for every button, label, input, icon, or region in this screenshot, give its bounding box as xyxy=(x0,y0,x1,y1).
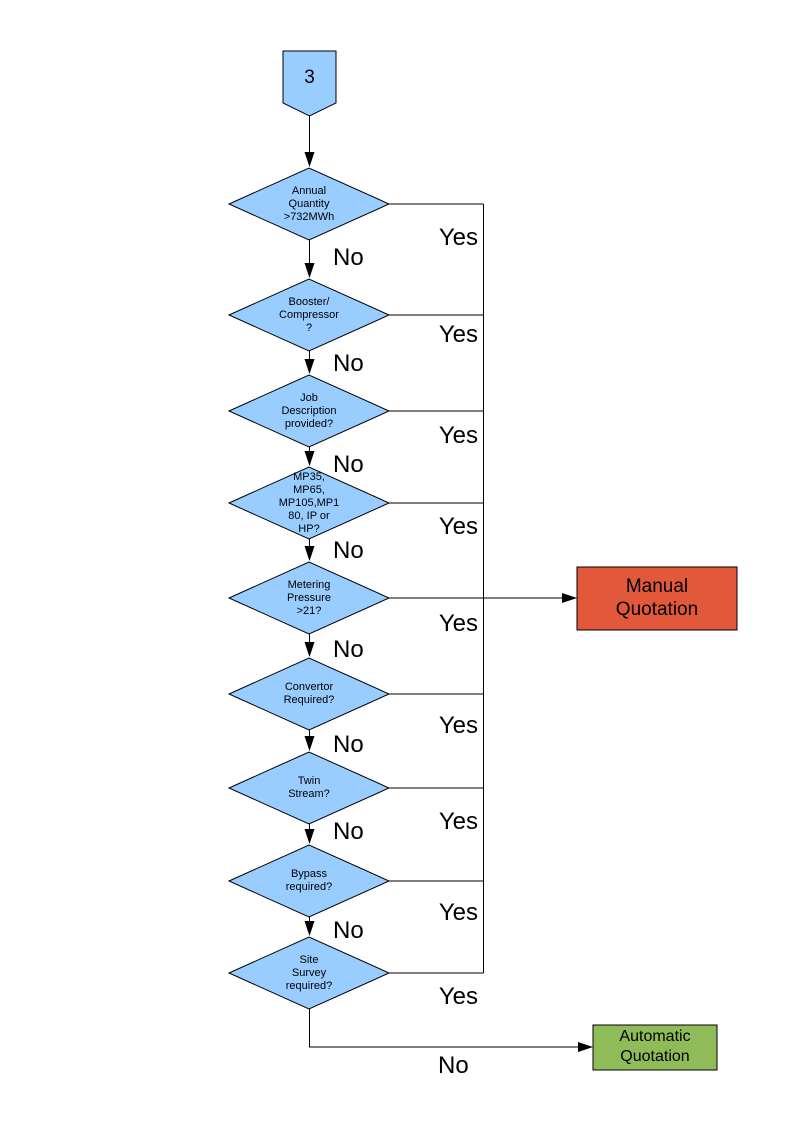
decision-annual-quantity xyxy=(227,167,391,241)
decision-label-twin-stream: Twin Stream? xyxy=(288,775,330,800)
branch-label-no: No xyxy=(333,636,364,663)
branch-label-yes: Yes xyxy=(438,899,478,926)
manual-quotation-box xyxy=(576,566,738,631)
branch-label-yes: Yes xyxy=(438,983,478,1010)
branch-label-yes: Yes xyxy=(438,808,478,835)
branch-label-no: No xyxy=(333,451,364,478)
decision-label-job-description: Job Description provided? xyxy=(281,392,337,430)
automatic-quotation-box xyxy=(592,1024,718,1071)
decision-job-description xyxy=(227,374,391,448)
branch-label-no: No xyxy=(333,731,364,758)
branch-label-yes: Yes xyxy=(438,610,478,637)
automatic-quotation-label: Automatic Quotation xyxy=(619,1028,691,1065)
decision-meter-type xyxy=(227,466,391,540)
branch-label-yes: Yes xyxy=(438,712,478,739)
decision-label-booster-compressor: Booster/ Compressor ? xyxy=(279,296,339,334)
decision-bypass xyxy=(227,844,391,918)
branch-label-no: No xyxy=(333,917,364,944)
decision-site-survey xyxy=(227,936,391,1010)
branch-label-yes: Yes xyxy=(438,224,478,251)
branch-label-yes: Yes xyxy=(438,321,478,348)
branch-label-no: No xyxy=(333,244,364,271)
decision-label-annual-quantity: Annual Quantity >732MWh xyxy=(283,185,335,223)
edge-to-automatic-quotation xyxy=(309,1009,593,1052)
decision-label-metering-pressure: Metering Pressure >21? xyxy=(286,579,332,617)
off-page-connector-label: 3 xyxy=(304,67,315,88)
decision-convertor xyxy=(227,657,391,731)
decision-booster-compressor xyxy=(227,278,391,352)
branch-label-no: No xyxy=(333,818,364,845)
decision-label-bypass: Bypass required? xyxy=(285,868,333,893)
decision-label-site-survey: Site Survey required? xyxy=(285,954,333,992)
branch-label-no: No xyxy=(333,537,364,564)
branch-label-no: No xyxy=(333,350,364,377)
off-page-connector-shape xyxy=(282,50,337,117)
manual-quotation-label: Manual Quotation xyxy=(615,576,699,620)
decision-label-convertor: Convertor Required? xyxy=(283,681,335,706)
decision-label-meter-type: MP35, MP65, MP105,MP1 80, IP or HP? xyxy=(278,471,340,535)
branch-label-yes: Yes xyxy=(438,513,478,540)
decision-twin-stream xyxy=(227,751,391,825)
decision-metering-pressure xyxy=(227,561,391,635)
branch-label-yes: Yes xyxy=(438,422,478,449)
branch-label-no: No xyxy=(438,1052,469,1079)
